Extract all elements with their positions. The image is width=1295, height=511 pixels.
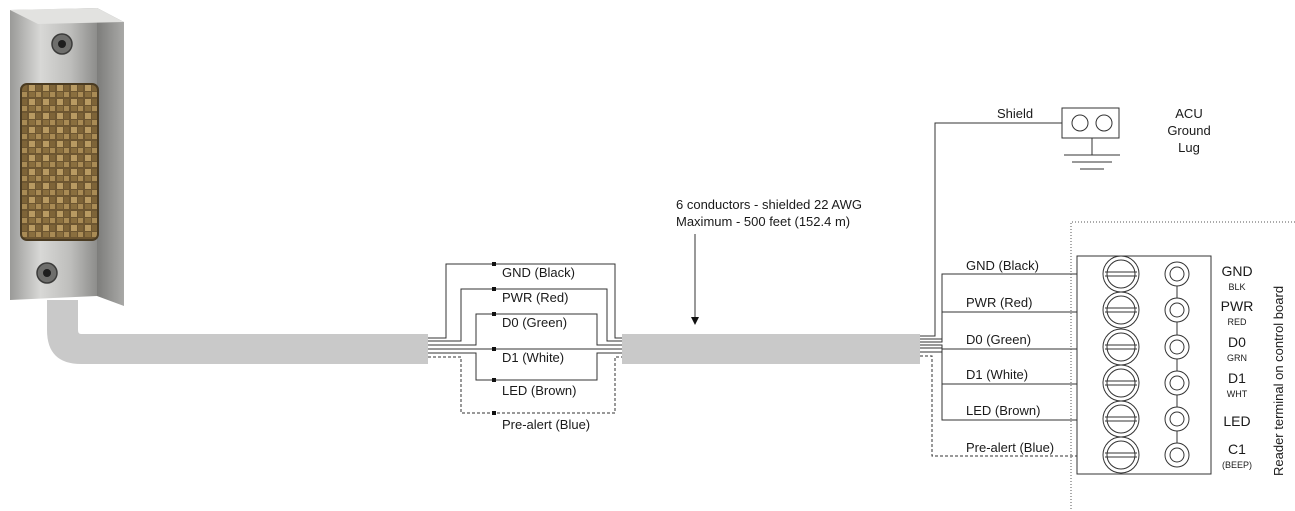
splice-dots [492, 262, 496, 415]
panel-label-d0: D0 (Green) [966, 332, 1031, 347]
reader-pad [20, 83, 99, 241]
cable-reader [47, 300, 428, 364]
terminal-contact-icon [1164, 297, 1190, 323]
terminal-sub-pwr: RED [1227, 317, 1247, 327]
ground-symbol-icon [1064, 138, 1120, 170]
terminal-label-c1: C1 [1228, 441, 1246, 457]
terminal-screw-icon [1102, 400, 1140, 438]
splice-label-led: LED (Brown) [502, 383, 576, 398]
terminal-label-led: LED [1223, 413, 1250, 429]
terminal-contact-icon [1164, 334, 1190, 360]
terminal-sub-d1: WHT [1227, 389, 1248, 399]
terminal-contact-icon [1164, 406, 1190, 432]
screw-top-icon [51, 33, 73, 55]
terminal-contact-icon [1164, 261, 1190, 287]
splice-wires [428, 262, 622, 415]
board-label: Reader terminal on control board [1271, 286, 1286, 476]
cable-main [622, 334, 920, 364]
panel-label-led: LED (Brown) [966, 403, 1040, 418]
terminal-screw-icon [1102, 436, 1140, 474]
panel-wires [920, 122, 1077, 457]
terminal-screw-icon [1102, 328, 1140, 366]
terminal-contact-icon [1164, 370, 1190, 396]
cable-note-line2: Maximum - 500 feet (152.4 m) [676, 214, 850, 229]
ground-lug [1061, 107, 1120, 139]
terminal-block [1076, 255, 1212, 475]
terminal-label-pwr: PWR [1221, 298, 1254, 314]
terminal-sub-d0: GRN [1227, 353, 1247, 363]
screw-bottom-icon [36, 262, 58, 284]
splice-label-pwr: PWR (Red) [502, 290, 568, 305]
terminal-label-gnd: GND [1221, 263, 1252, 279]
terminal-screw-icon [1102, 364, 1140, 402]
lug-label-line3: Lug [1178, 140, 1200, 155]
reader-device [10, 8, 124, 306]
panel-label-pwr: PWR (Red) [966, 295, 1032, 310]
reader-top [10, 8, 124, 24]
panel-label-gnd: GND (Black) [966, 258, 1039, 273]
shield-label: Shield [997, 106, 1033, 121]
splice-label-d0: D0 (Green) [502, 315, 567, 330]
reader-side [97, 8, 124, 306]
terminal-sub-c1: (BEEP) [1222, 460, 1252, 470]
cable-note-line1: 6 conductors - shielded 22 AWG [676, 197, 862, 212]
terminal-sub-gnd: BLK [1228, 282, 1245, 292]
panel-label-prealert: Pre-alert (Blue) [966, 440, 1054, 455]
terminal-screw-icon [1102, 255, 1140, 293]
terminal-screw-icon [1102, 291, 1140, 329]
splice-label-prealert: Pre-alert (Blue) [502, 417, 590, 432]
terminal-label-d1: D1 [1228, 370, 1246, 386]
splice-label-d1: D1 (White) [502, 350, 564, 365]
lug-label-line1: ACU [1175, 106, 1202, 121]
terminal-label-d0: D0 [1228, 334, 1246, 350]
terminal-screws [1102, 255, 1140, 474]
terminal-contacts [1164, 261, 1190, 468]
lug-label-line2: Ground [1167, 123, 1210, 138]
splice-label-gnd: GND (Black) [502, 265, 575, 280]
terminal-contact-icon [1164, 442, 1190, 468]
panel-label-d1: D1 (White) [966, 367, 1028, 382]
down-arrow-icon [691, 234, 699, 325]
